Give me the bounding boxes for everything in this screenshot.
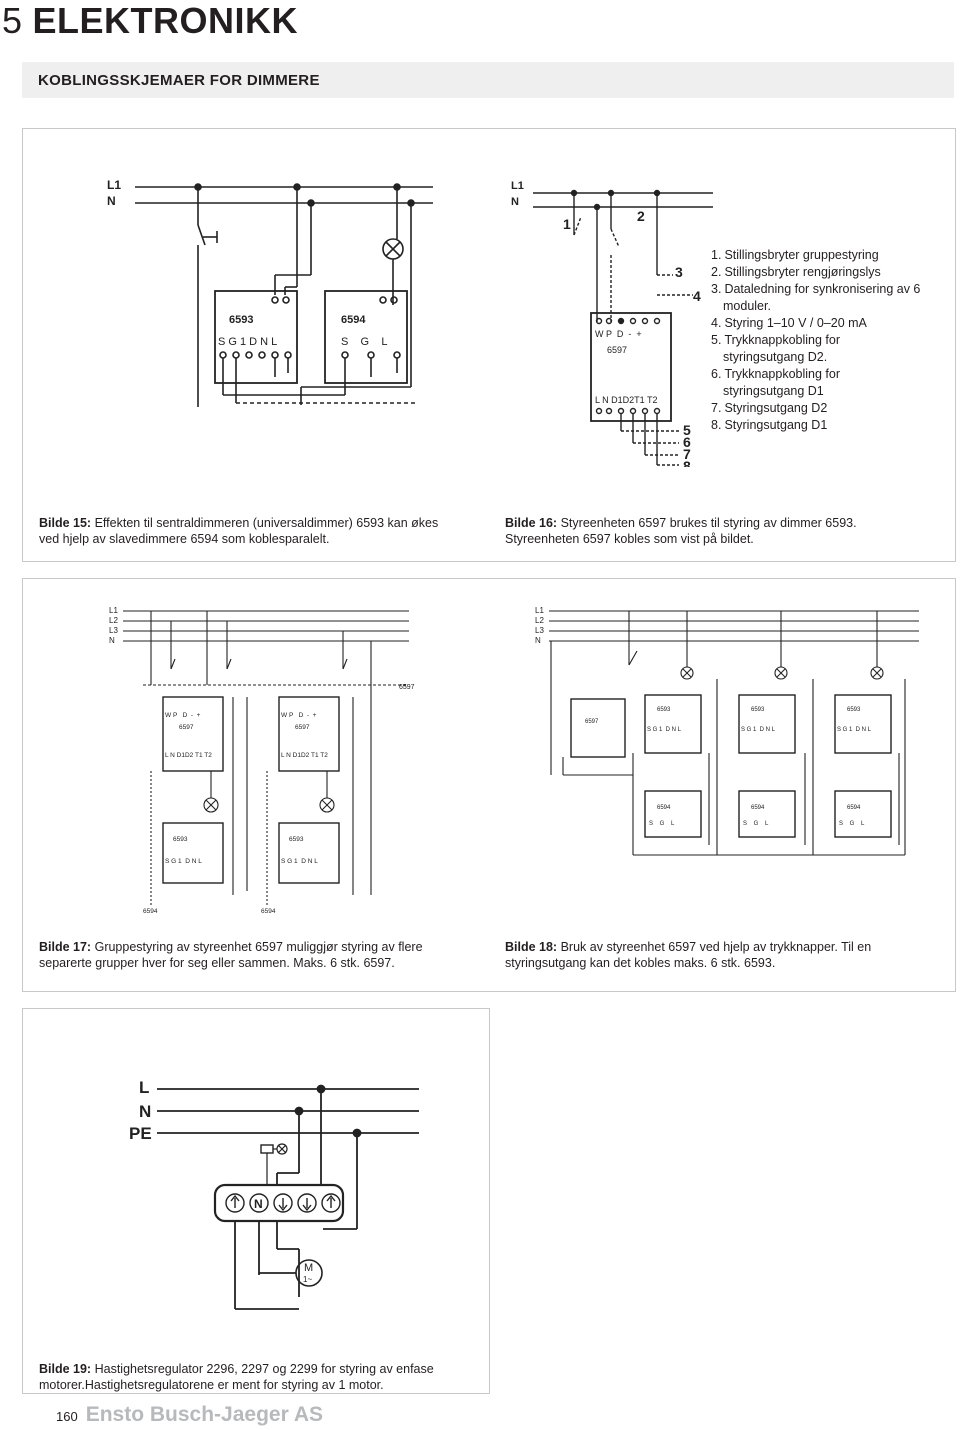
- terminals-6593: S G 1 D N L: [218, 336, 277, 348]
- caption-fig16: Bilde 16: Styreenheten 6597 brukes til s…: [505, 515, 925, 547]
- line-label-l1: L1: [511, 180, 524, 192]
- chapter-number: 5: [2, 0, 23, 41]
- caption-fig15: Bilde 15: Effekten til sentraldimmeren (…: [39, 515, 459, 547]
- caption-text: Styreenheten 6597 brukes til styring av …: [505, 516, 857, 546]
- line-label-n: N: [139, 1102, 151, 1121]
- line-label-l1: L1: [107, 178, 121, 192]
- caption-label: Bilde 17:: [39, 940, 92, 954]
- line-label-l3: L3: [535, 626, 544, 635]
- callout-8: 8: [683, 458, 691, 467]
- caption-text: Bruk av styreenhet 6597 ved hjelp av try…: [505, 940, 872, 970]
- page-footer: 160 Ensto Busch-Jaeger AS: [56, 1403, 323, 1427]
- slave-label: 6594: [657, 805, 671, 811]
- callout-1: 1: [563, 216, 571, 232]
- legend-item: 2.Stillingsbryter rengjøringslys: [711, 265, 881, 279]
- legend-item: 3.Dataledning for synkronisering av 6 mo…: [711, 282, 921, 313]
- ctrl-bottom-terminals: L N D1D2T1 T2: [595, 395, 658, 405]
- figure-panel-17-18: L1 L2 L3 N 6597 W P D - + 6597 L N D1D2 …: [22, 578, 956, 992]
- motor-sublabel: 1~: [303, 1275, 312, 1284]
- ctrl-bottom-terminals: L N D1D2 T1 T2: [165, 752, 212, 759]
- line-label-n: N: [107, 194, 116, 208]
- slave-terminals: S G L: [743, 821, 769, 827]
- caption-label: Bilde 18:: [505, 940, 558, 954]
- bus-label-6597: 6597: [399, 684, 415, 691]
- caption-label: Bilde 15:: [39, 516, 92, 530]
- slave-label: 6594: [143, 908, 158, 915]
- wiring-diagram-15: L1 N 6593 6594 S G 1 D N L S G L: [107, 178, 433, 407]
- caption-text: Effekten til sentraldimmeren (universald…: [39, 516, 439, 546]
- dimmer-label: 6593: [751, 707, 765, 713]
- slave-label: 6594: [847, 805, 861, 811]
- slave-terminals: S G L: [649, 821, 675, 827]
- line-label-l1: L1: [109, 606, 118, 615]
- line-label-l2: L2: [109, 616, 118, 625]
- line-label-l3: L3: [109, 626, 118, 635]
- dimmer-terminals: S G 1 D N L: [837, 727, 872, 733]
- wiring-diagram-18: L1 L2 L3 N 6597 6593 S G 1 D N L 6593 S …: [535, 606, 919, 856]
- ctrl-top-terminals: W P D - +: [595, 329, 642, 339]
- callout-4: 4: [693, 288, 701, 304]
- chapter-title: ELEKTRONIKK: [32, 0, 299, 41]
- line-label-n: N: [511, 196, 519, 208]
- caption-label: Bilde 16:: [505, 516, 558, 530]
- section-band: KOBLINGSSKJEMAER FOR DIMMERE: [22, 62, 954, 98]
- ctrl-top-terminals: W P D - +: [165, 712, 201, 719]
- line-label-pe: PE: [129, 1124, 152, 1143]
- slave-label: 6594: [751, 805, 765, 811]
- ctrl-top-terminals: W P D - +: [281, 712, 317, 719]
- module-label-6597: 6597: [607, 345, 627, 355]
- regulator-center-label: N: [254, 1197, 263, 1211]
- caption-label: Bilde 19:: [39, 1362, 92, 1376]
- figure-panel-19: L N PE N M 1~ Bilde 19: Hastighetsregula…: [22, 1008, 490, 1394]
- dimmer-label: 6593: [173, 836, 188, 843]
- line-label-l1: L1: [535, 606, 544, 615]
- callout-2: 2: [637, 208, 645, 224]
- module-label-6593: 6593: [229, 314, 253, 326]
- legend-item: 6.Trykknappkobling for styringsutgang D1: [711, 367, 841, 398]
- ctrl-bottom-terminals: L N D1D2 T1 T2: [281, 752, 328, 759]
- callout-7: 7: [683, 446, 691, 462]
- figure-panel-15-16: L1 N 6593 6594 S G 1 D N L S G L L1 N: [22, 128, 956, 562]
- page-number: 160: [56, 1409, 78, 1424]
- caption-fig17: Bilde 17: Gruppestyring av styreenhet 65…: [39, 939, 469, 971]
- wiring-diagram-17: L1 L2 L3 N 6597 W P D - + 6597 L N D1D2 …: [109, 606, 415, 915]
- callout-5: 5: [683, 422, 691, 438]
- brand-name: Ensto Busch-Jaeger AS: [85, 1403, 323, 1426]
- dimmer-terminals: S G 1 D N L: [165, 858, 202, 865]
- callout-3: 3: [675, 264, 683, 280]
- line-label-l2: L2: [535, 616, 544, 625]
- caption-text: Hastighetsregulator 2296, 2297 og 2299 f…: [39, 1362, 434, 1392]
- ctrl-label: 6597: [585, 719, 599, 725]
- ctrl-label: 6597: [179, 724, 194, 731]
- dimmer-terminals: S G 1 D N L: [741, 727, 776, 733]
- section-title: KOBLINGSSKJEMAER FOR DIMMERE: [38, 72, 320, 89]
- dimmer-terminals: S G 1 D N L: [647, 727, 682, 733]
- module-label-6594: 6594: [341, 314, 366, 326]
- legend-item: 7.Styringsutgang D2: [711, 401, 828, 415]
- dimmer-label: 6593: [657, 707, 671, 713]
- caption-text: Gruppestyring av styreenhet 6597 muliggj…: [39, 940, 423, 970]
- slave-label: 6594: [261, 908, 276, 915]
- callout-6: 6: [683, 434, 691, 450]
- dimmer-terminals: S G 1 D N L: [281, 858, 318, 865]
- legend-item: 1.Stillingsbryter gruppestyring: [711, 248, 879, 262]
- wiring-diagram-19: L N PE N M 1~: [129, 1079, 419, 1310]
- line-label-n: N: [535, 636, 541, 645]
- caption-fig18: Bilde 18: Bruk av styreenhet 6597 ved hj…: [505, 939, 925, 971]
- legend-item: 5.Trykknappkobling for styringsutgang D2…: [711, 333, 841, 364]
- legend-item: 4.Styring 1–10 V / 0–20 mA: [711, 316, 867, 330]
- terminals-6594: S G L: [341, 336, 387, 348]
- motor-label: M: [304, 1262, 313, 1274]
- ctrl-label: 6597: [295, 724, 310, 731]
- wiring-diagram-16: L1 N 1 2 3 4 W P D - + 6597 L N D1D2T1 T…: [511, 180, 713, 467]
- legend-item: 8.Styringsutgang D1: [711, 418, 828, 432]
- fig16-legend: 1.Stillingsbryter gruppestyring 2.Stilli…: [711, 247, 933, 434]
- line-label-n: N: [109, 636, 115, 645]
- line-label-l: L: [139, 1079, 149, 1097]
- caption-fig19: Bilde 19: Hastighetsregulator 2296, 2297…: [39, 1361, 479, 1393]
- dimmer-label: 6593: [847, 707, 861, 713]
- dimmer-label: 6593: [289, 836, 304, 843]
- slave-terminals: S G L: [839, 821, 865, 827]
